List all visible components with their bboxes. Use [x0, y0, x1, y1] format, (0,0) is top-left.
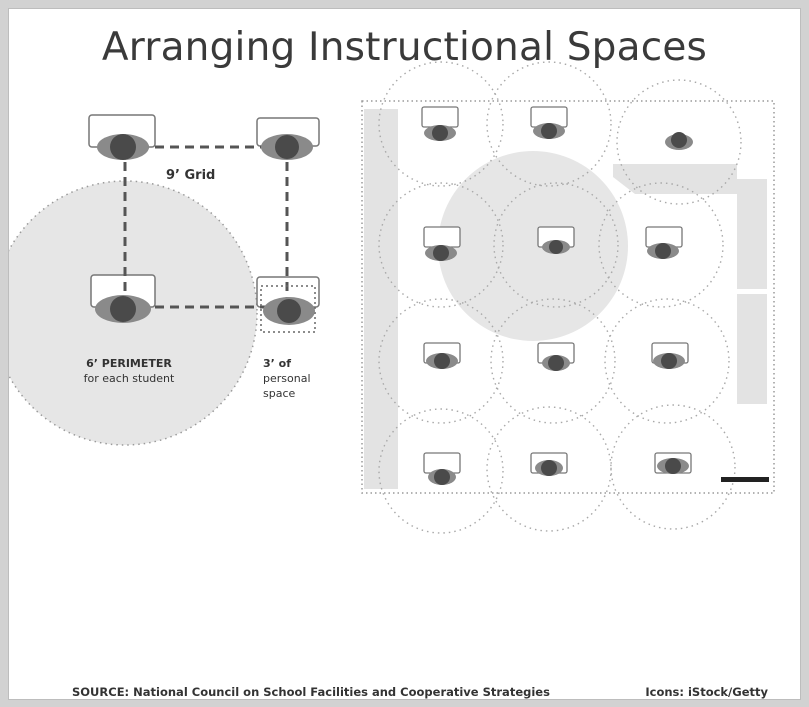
right-counter-lower: [737, 294, 767, 404]
personal-space-line1: 3’ of: [263, 357, 291, 370]
student: [533, 123, 565, 139]
left-panel: 9’ Grid 6’ PERIMETER for each student 3’…: [9, 114, 320, 446]
infographic-frame: 9’ Grid 6’ PERIMETER for each student 3’…: [8, 8, 801, 700]
icon-credit: Icons: iStock/Getty: [645, 685, 768, 699]
right-counter-upper: [737, 179, 767, 289]
student: [424, 125, 456, 141]
student: [425, 245, 457, 261]
perimeter-label-line2: for each student: [84, 372, 175, 385]
scale-bar: [721, 477, 769, 482]
personal-space-square: [260, 285, 316, 333]
activity-circle: [438, 151, 628, 341]
grid-label: 9’ Grid: [166, 168, 215, 183]
student: [542, 240, 570, 254]
student: [665, 132, 693, 150]
grid-lines: [123, 145, 289, 309]
student: [263, 297, 315, 325]
student: [535, 460, 563, 476]
desks-right: [421, 106, 692, 474]
spacing-circles: [378, 61, 742, 534]
student: [428, 469, 456, 485]
left-wall-shelf: [364, 109, 398, 489]
personal-space-line3: space: [263, 387, 296, 400]
activity-table: [613, 164, 737, 194]
student: [95, 295, 151, 323]
student: [542, 355, 570, 371]
classroom-diagram: 9’ Grid 6’ PERIMETER for each student 3’…: [9, 61, 775, 534]
student: [653, 353, 685, 369]
source-credit: SOURCE: National Council on School Facil…: [72, 685, 550, 699]
personal-space-line2: personal: [263, 372, 311, 385]
students-right: [424, 123, 693, 485]
student: [426, 353, 458, 369]
students-left: [95, 134, 315, 325]
student: [657, 458, 689, 474]
classroom-floor-plan: [361, 61, 775, 534]
student: [97, 134, 149, 160]
student: [261, 134, 313, 160]
perimeter-label-line1: 6’ PERIMETER: [86, 357, 172, 370]
student: [647, 243, 679, 259]
page-title: Arranging Instructional Spaces: [101, 25, 708, 70]
